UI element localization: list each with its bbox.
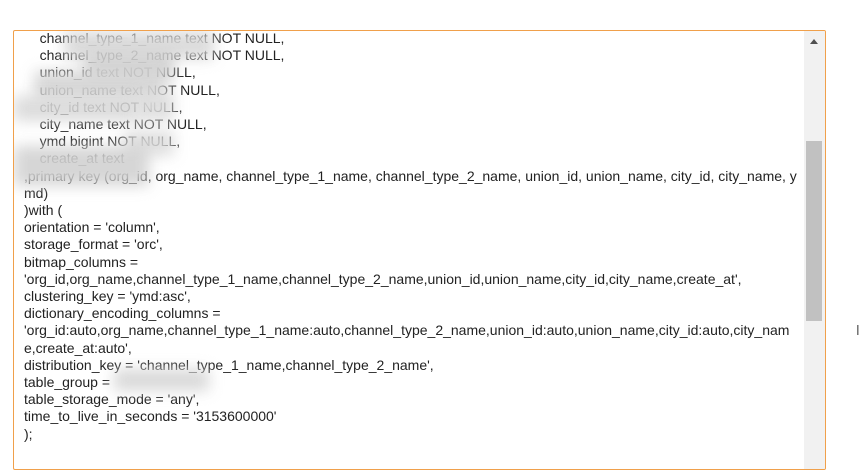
code-line: union_id text NOT NULL, (24, 64, 196, 81)
code-line: 'org_id:auto,org_name,channel_type_1_nam… (24, 322, 790, 356)
sql-editor[interactable]: channel_type_1_name text NOT NULL, chann… (13, 30, 826, 470)
code-line: table_group = (24, 374, 114, 391)
code-line: 'org_id,org_name,channel_type_1_name,cha… (24, 270, 742, 287)
edge-glyph: ǀ (856, 322, 860, 338)
code-line: create_at text (24, 150, 125, 167)
code-line: ); (24, 425, 33, 442)
code-line: bitmap_columns = (24, 253, 139, 270)
code-line: union_name text NOT NULL, (24, 81, 220, 98)
code-line: distribution_key = 'channel_type_1_name,… (24, 356, 434, 373)
code-line: )with ( (24, 202, 63, 219)
code-line: time_to_live_in_seconds = '3153600000' (24, 408, 277, 425)
code-line: dictionary_encoding_columns = (24, 305, 221, 322)
code-line: city_name text NOT NULL, (24, 116, 207, 133)
code-line: orientation = 'column', (24, 219, 160, 236)
code-line: storage_format = 'orc', (24, 236, 163, 253)
sql-code[interactable]: channel_type_1_name text NOT NULL, chann… (24, 31, 799, 443)
scrollbar-thumb[interactable] (806, 141, 822, 321)
code-line: city_id text NOT NULL, (24, 98, 183, 115)
scroll-up-arrow-icon[interactable] (810, 39, 818, 44)
vertical-scrollbar[interactable] (804, 31, 825, 469)
code-line: channel_type_1_name text NOT NULL, (24, 30, 285, 46)
code-line: clustering_key = 'ymd:asc', (24, 288, 191, 305)
code-line: table_storage_mode = 'any', (24, 391, 200, 408)
code-line: channel_type_2_name text NOT NULL, (24, 47, 285, 64)
code-line: ymd bigint NOT NULL, (24, 133, 181, 150)
code-line: ,primary key (org_id, org_name, channel_… (24, 167, 797, 201)
